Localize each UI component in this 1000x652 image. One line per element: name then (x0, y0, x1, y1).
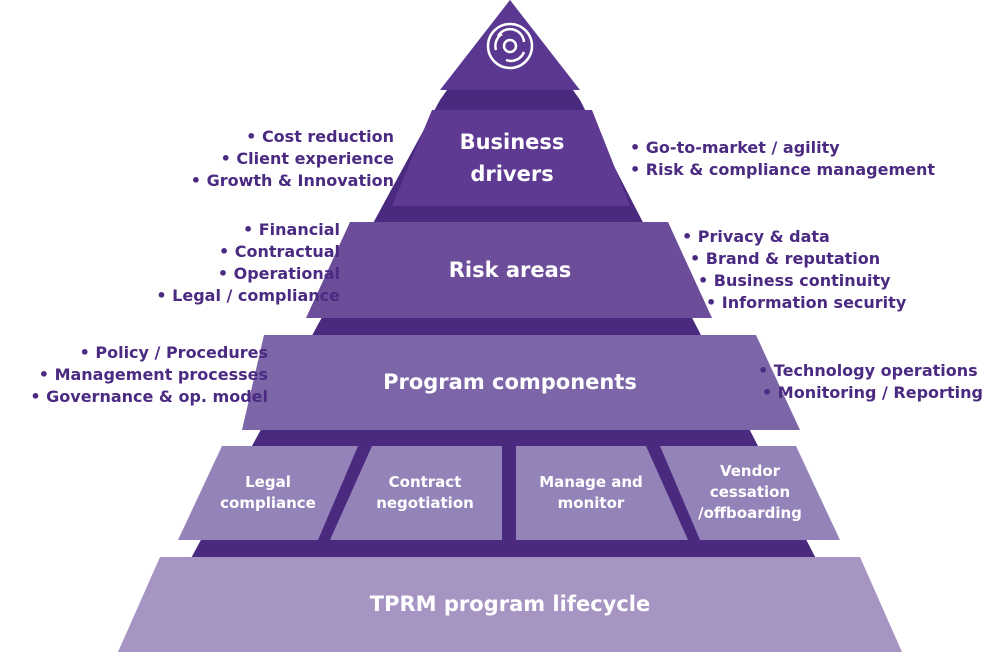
program-components-left-list: Policy / Procedures Management processes… (30, 342, 268, 408)
list-item: Contractual (156, 241, 340, 263)
list-item: Management processes (30, 364, 268, 386)
list-item: Technology operations (758, 360, 983, 382)
list-item: Information security (682, 292, 906, 314)
label-line: monitor (557, 494, 625, 512)
cell-label-vendor-cessation: Vendor cessation /offboarding (680, 461, 820, 524)
label-program-components: Program components (300, 366, 720, 398)
label-line: negotiation (376, 494, 474, 512)
cell-legal-compliance (178, 446, 358, 540)
cell-label-contract-negotiation: Contract negotiation (350, 472, 500, 514)
cell-manage-monitor (516, 446, 688, 540)
apex-tier (440, 0, 580, 90)
cell-label-legal-compliance: Legal compliance (198, 472, 338, 514)
label-line: Manage and (539, 473, 643, 491)
tier-business-drivers (392, 110, 630, 206)
label-line: Contract (388, 473, 462, 491)
business-drivers-left-list: Cost reduction Client experience Growth … (191, 126, 394, 192)
list-item: Brand & reputation (682, 248, 906, 270)
cell-label-manage-monitor: Manage and monitor (516, 472, 666, 514)
pyramid-background (140, 0, 864, 652)
label-line: compliance (220, 494, 316, 512)
list-item: Client experience (191, 148, 394, 170)
label-line: Legal (245, 473, 291, 491)
label-line: Risk areas (448, 258, 572, 282)
label-line: TPRM program lifecycle (369, 592, 651, 616)
label-line: Business (459, 130, 565, 154)
list-item: Policy / Procedures (30, 342, 268, 364)
list-item: Privacy & data (682, 226, 906, 248)
list-item: Cost reduction (191, 126, 394, 148)
cell-vendor-cessation (660, 446, 840, 540)
list-item: Legal / compliance (156, 285, 340, 307)
list-item: Monitoring / Reporting (758, 382, 983, 404)
risk-areas-right-list: Privacy & data Brand & reputation Busine… (682, 226, 906, 314)
list-item: Go-to-market / agility (630, 137, 935, 159)
cell-contract-negotiation (330, 446, 502, 540)
program-components-right-list: Technology operations Monitoring / Repor… (758, 360, 983, 404)
tier-program-components (242, 335, 800, 430)
label-tprm-lifecycle: TPRM program lifecycle (250, 588, 770, 620)
list-item: Operational (156, 263, 340, 285)
tier-risk-areas (306, 222, 712, 318)
label-risk-areas: Risk areas (360, 254, 660, 286)
tier-tprm-lifecycle (118, 557, 902, 652)
label-line: drivers (470, 162, 554, 186)
risk-areas-left-list: Financial Contractual Operational Legal … (156, 219, 340, 307)
label-line: Program components (383, 370, 637, 394)
list-item: Business continuity (682, 270, 906, 292)
label-business-drivers: Business drivers (412, 126, 612, 190)
business-drivers-right-list: Go-to-market / agility Risk & compliance… (630, 137, 935, 181)
list-item: Financial (156, 219, 340, 241)
label-line: Vendor (719, 462, 781, 480)
list-item: Growth & Innovation (191, 170, 394, 192)
swirl-logo-icon (486, 22, 534, 70)
label-line: /offboarding (698, 504, 802, 522)
list-item: Risk & compliance management (630, 159, 935, 181)
label-line: cessation (709, 483, 791, 501)
list-item: Governance & op. model (30, 386, 268, 408)
